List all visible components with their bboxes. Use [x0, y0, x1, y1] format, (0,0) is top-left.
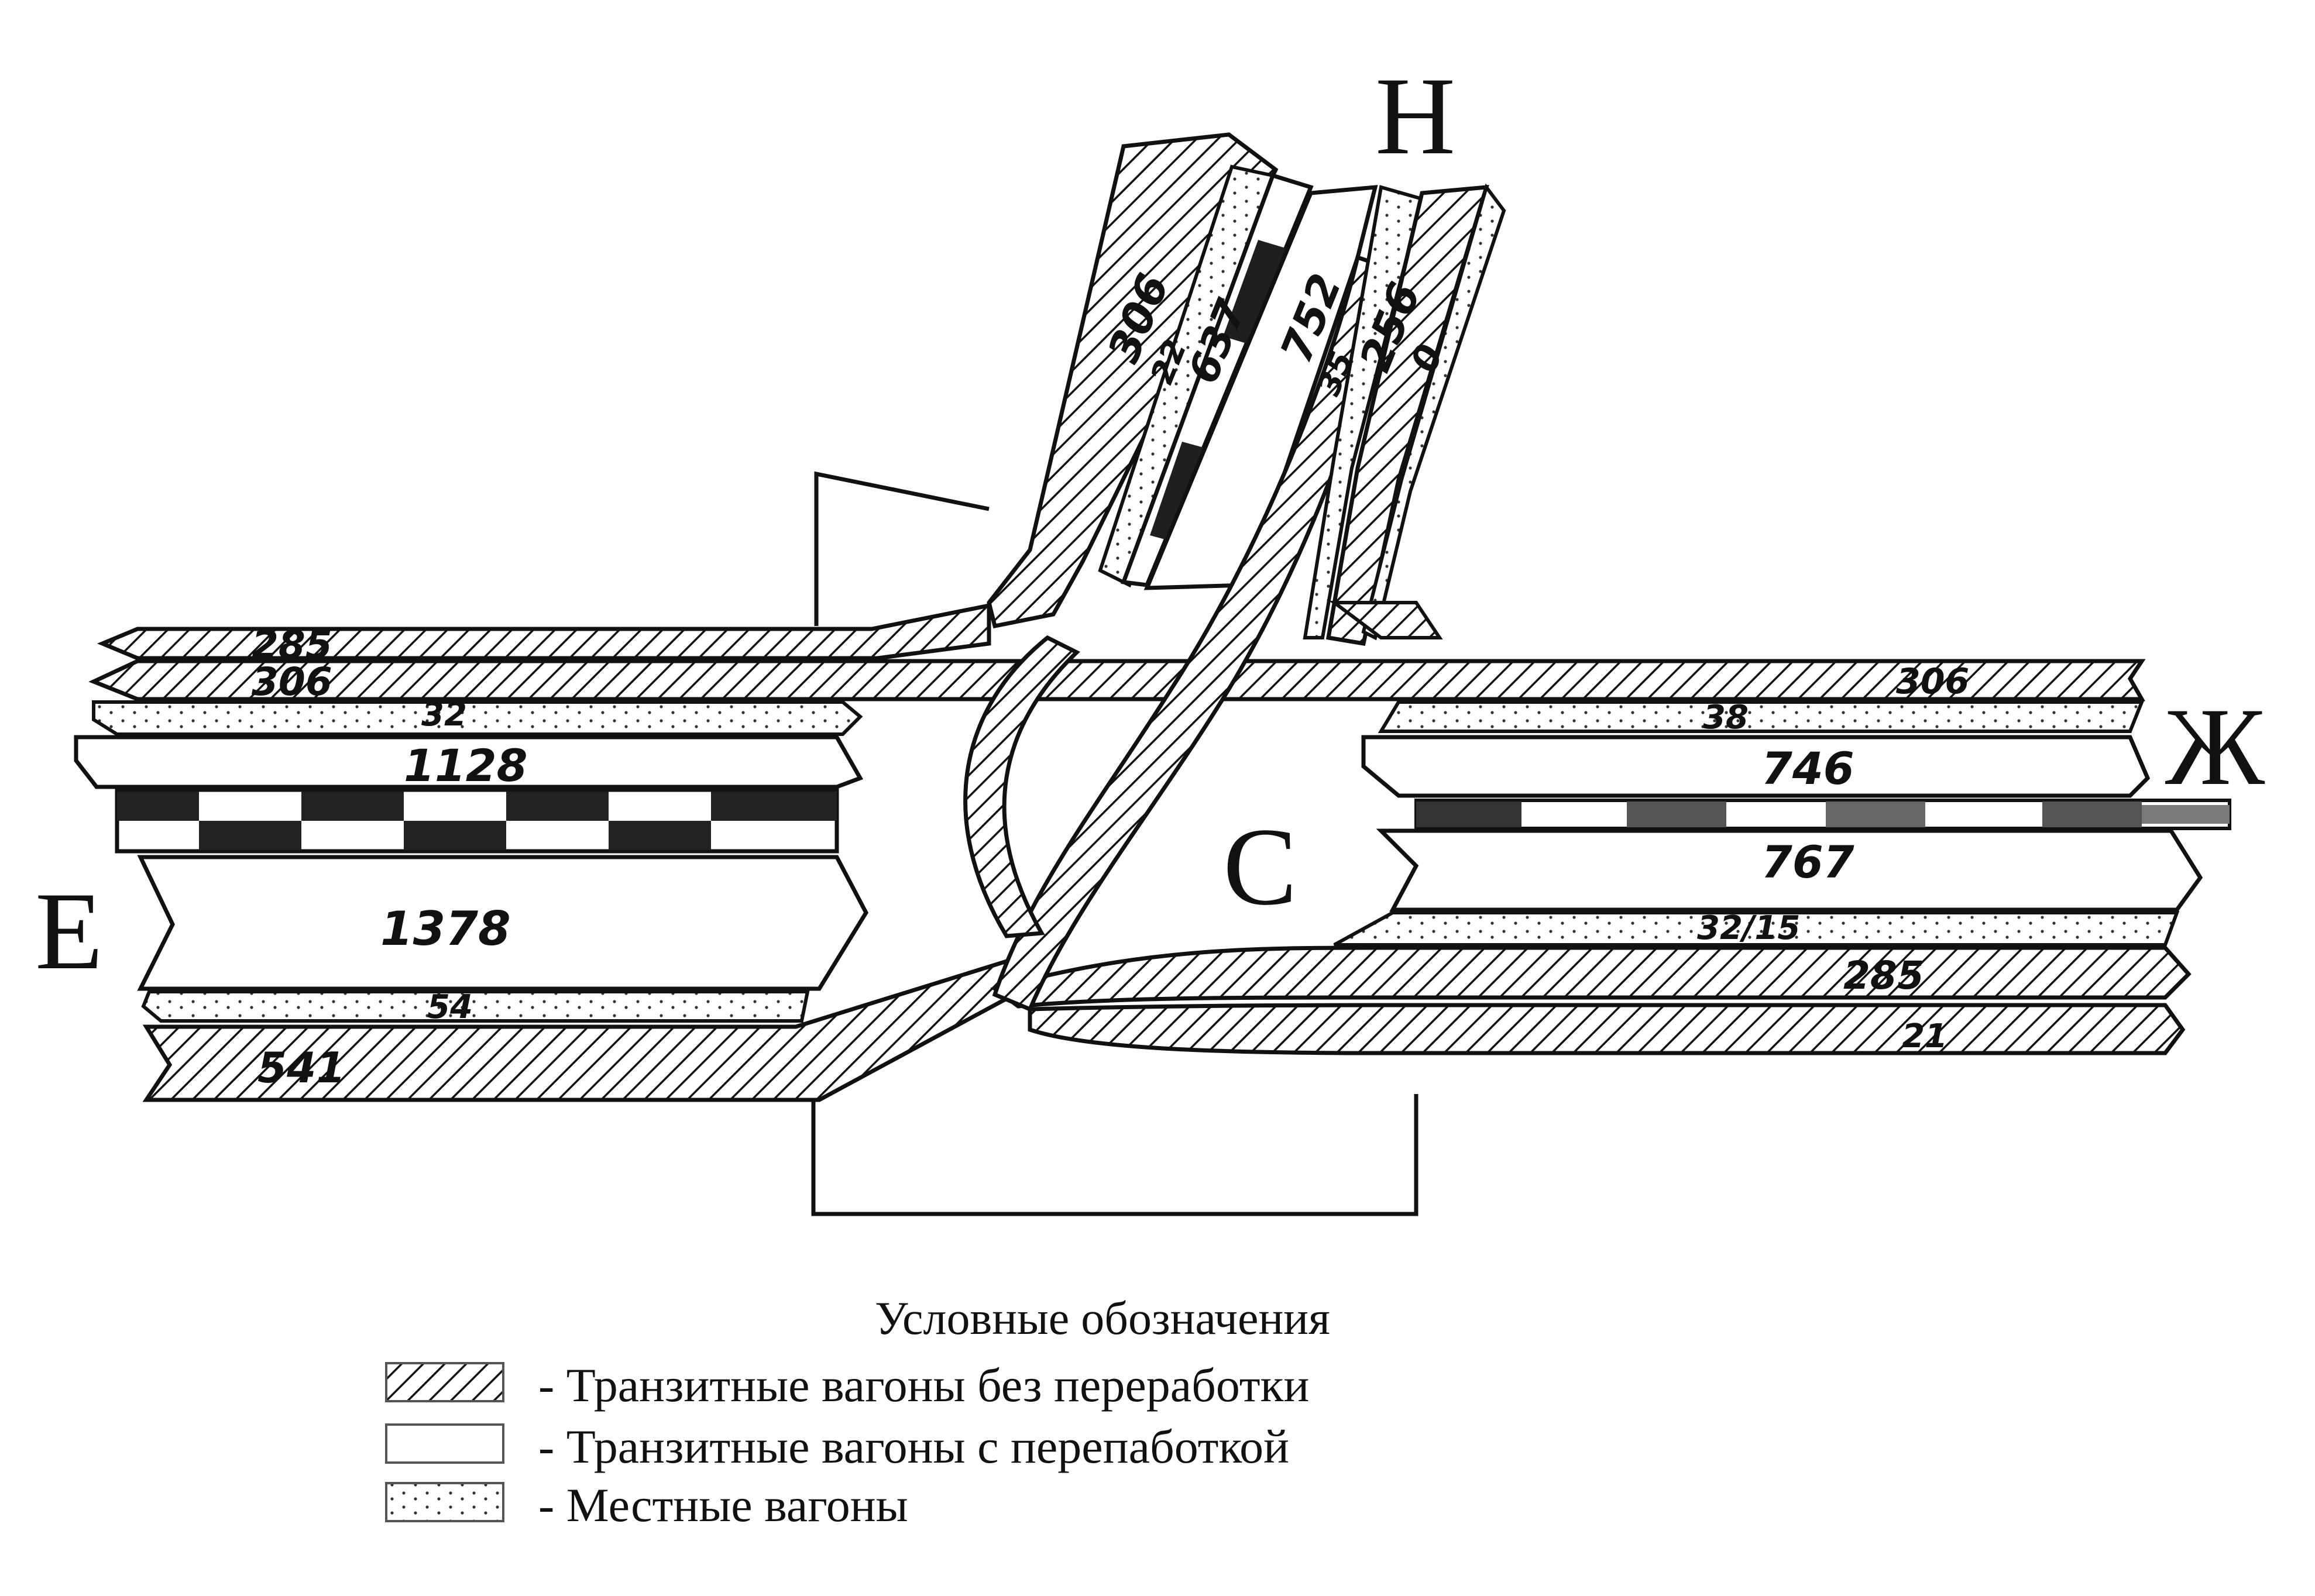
legend-label-local: - Местные вагоны	[538, 1478, 908, 1532]
north-spur	[1329, 601, 1443, 639]
legend-label-transit-processing: - Транзитные вагоны с перепаботкой	[538, 1420, 1289, 1473]
east-value-32-15: 32/15	[1697, 909, 1800, 947]
legend-label-transit-no-processing: - Транзитные вагоны без переработки	[538, 1358, 1309, 1412]
north-band-22	[1098, 164, 1275, 588]
west-value-32: 32	[421, 696, 467, 734]
west-value-285: 285	[252, 622, 332, 668]
west-band-285	[97, 603, 991, 661]
west-band-54	[141, 990, 810, 1023]
east-band-285	[990, 945, 2192, 1009]
station-label-zh: Ж	[2165, 686, 2265, 809]
legend-title: Условные обозначения	[875, 1293, 1330, 1344]
east-value-285: 285	[1843, 953, 1924, 998]
west-value-1378: 1378	[380, 902, 511, 956]
west-value-306: 306	[252, 659, 332, 704]
east-value-746: 746	[1761, 742, 1854, 794]
east-value-38: 38	[1703, 699, 1749, 737]
west-value-54: 54	[427, 988, 473, 1026]
west-checker-strip	[115, 787, 839, 854]
station-label-c: С	[1223, 806, 1297, 928]
west-band-306	[88, 659, 2146, 701]
west-band-32	[92, 700, 863, 736]
north-band-752	[1143, 185, 1378, 590]
east-value-21: 21	[1902, 1017, 1948, 1055]
legend-swatch-plain	[385, 1423, 504, 1464]
lower-outline	[811, 1094, 1418, 1216]
upper-outline	[814, 471, 990, 626]
east-band-746	[1361, 735, 2151, 798]
east-value-767: 767	[1761, 836, 1854, 888]
east-band-38	[1378, 700, 2145, 733]
east-band-21	[1028, 1003, 2186, 1055]
east-value-306: 306	[1896, 661, 1969, 702]
west-value-1128: 1128	[404, 739, 528, 792]
east-band-767	[1376, 828, 2203, 912]
north-dark-block-upper	[1223, 240, 1287, 345]
station-loop	[963, 635, 1080, 938]
station-label-n: Н	[1375, 55, 1455, 178]
station-label-e: Е	[35, 870, 103, 993]
west-value-541: 541	[257, 1043, 345, 1092]
legend: Условные обозначения - Транзитные вагоны…	[385, 1293, 1330, 1532]
east-grey-strip	[1414, 799, 2231, 830]
west-band-1378	[137, 855, 869, 991]
north-band-0	[1361, 183, 1506, 641]
west-band-1128	[74, 735, 864, 789]
west-band-541	[142, 957, 1039, 1102]
legend-swatch-dots	[385, 1482, 504, 1522]
east-band-32-15	[1333, 911, 2180, 947]
north-to-south-sweep	[992, 254, 1396, 1012]
legend-swatch-hatch	[385, 1362, 504, 1402]
